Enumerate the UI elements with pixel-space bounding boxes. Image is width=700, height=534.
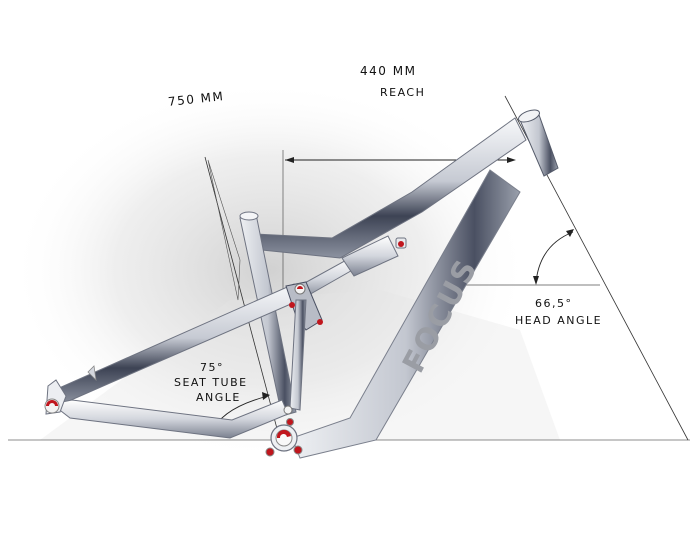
rear-dropout: [44, 365, 97, 415]
pivot-main: [283, 405, 293, 415]
seat-tube-angle-label-line2: ANGLE: [196, 391, 241, 404]
head-angle-arrow-bottom: [533, 276, 539, 285]
head-angle-arc: [535, 231, 574, 283]
seat-tube-angle-arrow: [262, 392, 270, 400]
head-angle-label: HEAD ANGLE: [515, 314, 603, 327]
down-tube: [291, 169, 521, 459]
reach-value-label: 440 MM: [360, 64, 417, 78]
pivot-rocker-low: [317, 319, 323, 325]
bb-lug-left: [265, 447, 275, 457]
seat-stay-lower: [289, 299, 307, 411]
seat-tube-angle-label-line1: SEAT TUBE: [174, 376, 248, 389]
reach-arrow-right: [507, 157, 516, 163]
head-tube: [518, 109, 559, 177]
pivot-rocker-mid: [289, 302, 295, 308]
bb-lug-top: [286, 418, 294, 426]
head-angle-arrow-top: [566, 229, 574, 237]
stack-sketch-triangle: [207, 159, 241, 301]
bb-lug-right: [293, 445, 303, 455]
bottom-bracket: [265, 405, 303, 457]
seat-tube-angle-value: 75°: [200, 361, 224, 374]
head-angle-value: 66,5°: [535, 297, 573, 310]
seat-tube-collar: [239, 211, 259, 221]
reach-arrow-left: [285, 157, 294, 163]
reach-label: REACH: [380, 86, 426, 99]
